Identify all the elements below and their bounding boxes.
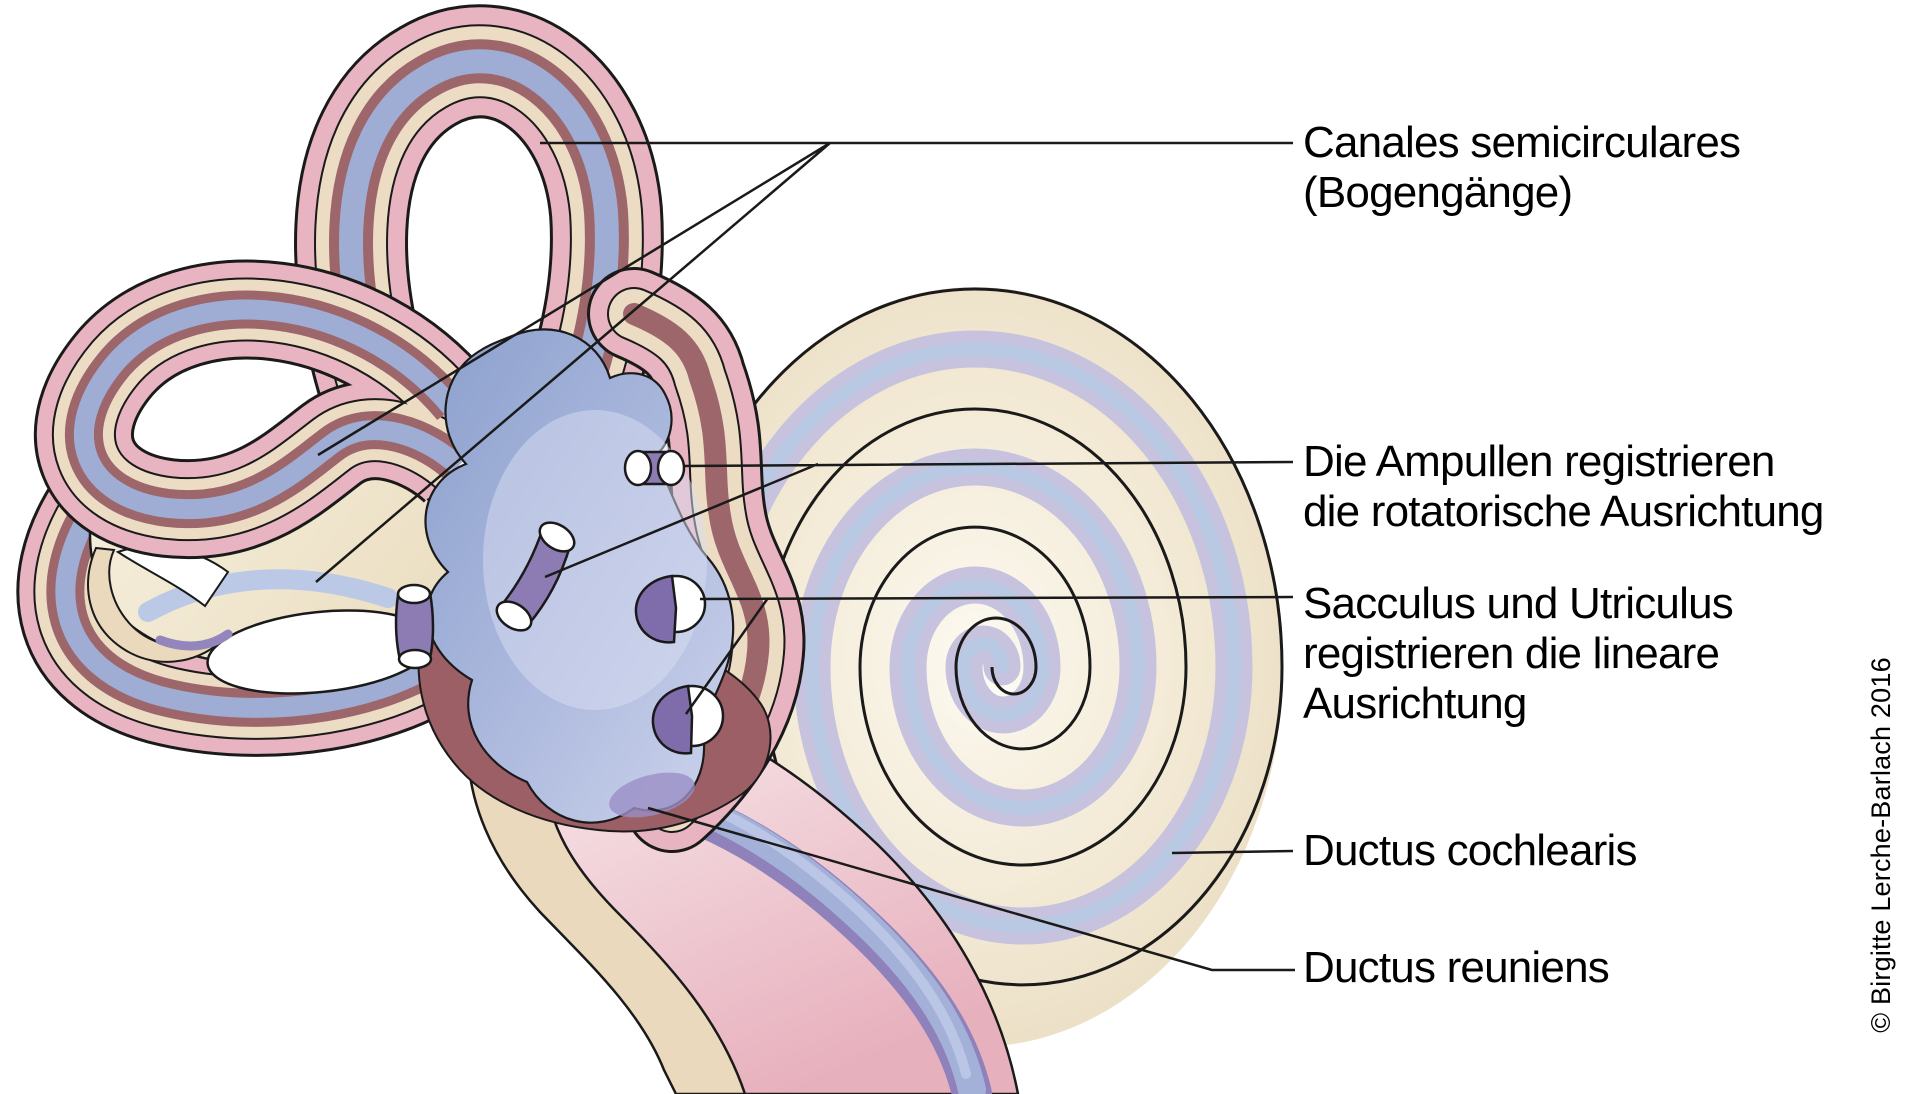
label-line: die rotatorische Ausrichtung xyxy=(1303,487,1824,536)
ampulla-superior-opening-right xyxy=(656,449,686,487)
label-ampullen: Die Ampullen registrieren die rotatorisc… xyxy=(1303,437,1824,537)
macula-sacculus-patch xyxy=(651,684,694,755)
ampulla-superior-opening-left xyxy=(623,449,653,487)
semicircular-canal-lateral xyxy=(34,259,493,560)
label-line: Canales semicirculares xyxy=(1303,118,1741,167)
copyright-credit: © Birgitte Lerche-Barlach 2016 xyxy=(1866,657,1896,1033)
leader-lines xyxy=(315,141,1295,972)
label-line: Die Ampullen registrieren xyxy=(1303,437,1775,486)
leader-sacculus-utriculus xyxy=(684,595,1294,715)
open-loop-spout-duct xyxy=(155,629,233,651)
ampullae-maculae xyxy=(394,449,725,755)
label-ductus-reuniens: Ductus reuniens xyxy=(1303,943,1610,993)
ampulla-inferior-opening-top xyxy=(396,583,432,605)
label-ductus-cochlearis: Ductus cochlearis xyxy=(1303,826,1637,876)
label-sacculus-utriculus: Sacculus und Utriculus registrieren die … xyxy=(1303,579,1734,729)
ampulla-middle-opening-bottom xyxy=(495,600,533,632)
ampulla-middle-opening-top xyxy=(538,521,576,553)
label-canales-semicirculares: Canales semicirculares (Bogengänge) xyxy=(1303,118,1741,218)
cochlea-spiral-outline xyxy=(666,287,1284,987)
label-line: (Bogengänge) xyxy=(1303,168,1573,217)
label-line: Ductus cochlearis xyxy=(1303,826,1637,875)
label-line: Ductus reuniens xyxy=(1303,943,1610,992)
label-line: registrieren die lineare xyxy=(1303,629,1720,678)
cochlear-duct-spiral-blue-core xyxy=(698,342,1242,985)
open-loop-blue-duct-arc xyxy=(138,569,398,622)
ampulla-inferior xyxy=(394,583,435,670)
open-loop-rim-blue xyxy=(55,499,459,718)
macula-utriculus xyxy=(634,574,707,644)
leader-ductus-reuniens xyxy=(647,806,1295,972)
leader-ductus-cochlearis xyxy=(1171,849,1294,855)
ampulla-inferior-opening-bottom xyxy=(397,648,433,670)
leader-ampullen xyxy=(544,460,1294,579)
ampulla-middle xyxy=(495,521,576,632)
label-line: Sacculus und Utriculus xyxy=(1303,579,1734,628)
semicircular-canal-open-loop xyxy=(16,456,483,757)
macula-utriculus-patch xyxy=(634,574,678,644)
vestibule-saccule-shading xyxy=(609,772,695,818)
macula-sacculus xyxy=(651,684,725,755)
ampulla-superior xyxy=(623,449,686,487)
label-line: Ausrichtung xyxy=(1303,679,1527,728)
leader-canales-semicirculares xyxy=(315,141,1293,583)
